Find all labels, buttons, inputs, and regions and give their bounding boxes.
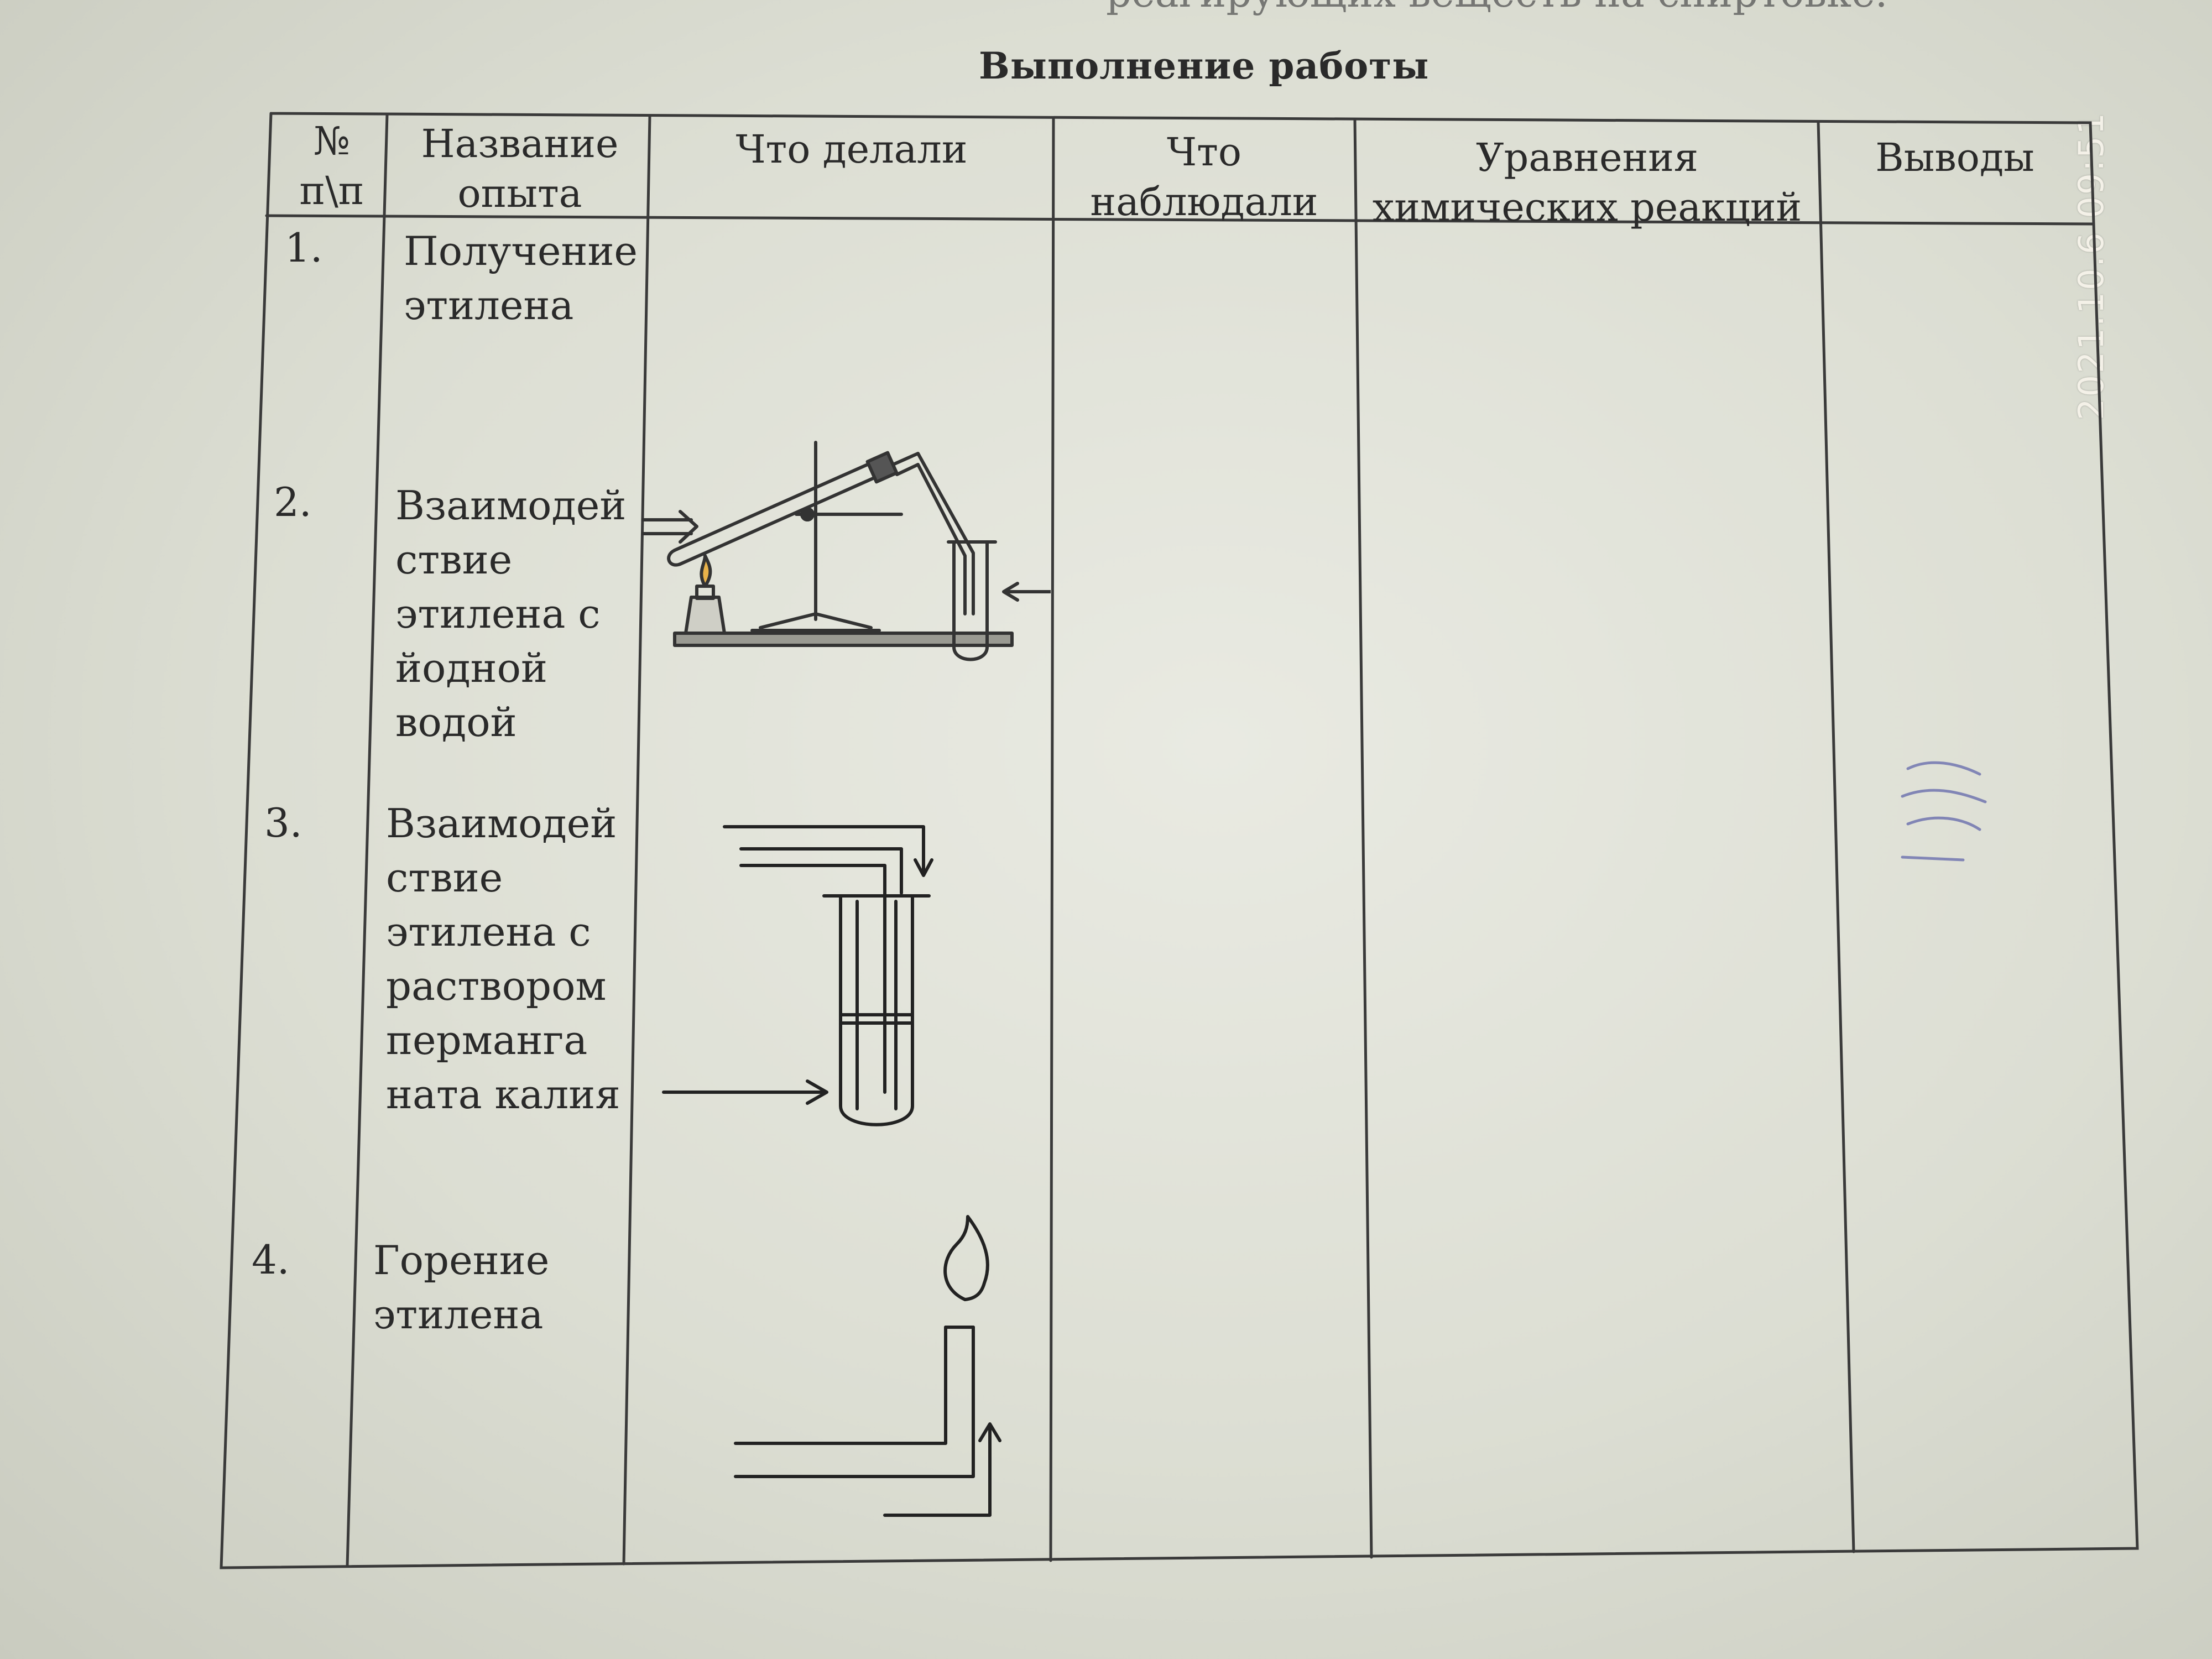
row-2-number: 2. xyxy=(274,479,312,525)
header-conclusions: Выводы xyxy=(1875,135,2034,180)
row-4-number: 4. xyxy=(252,1237,290,1283)
test-tube-drawing xyxy=(662,825,933,1126)
ethylene-apparatus-drawing xyxy=(641,441,1051,661)
row-1-number: 1. xyxy=(285,225,323,271)
page-title: Выполнение работы xyxy=(979,44,1430,87)
header-what-done: Что делали xyxy=(735,127,968,172)
row-3-number: 3. xyxy=(264,800,302,846)
ink-scribble xyxy=(1901,761,1987,862)
combustion-tube-drawing xyxy=(734,1215,1001,1517)
cut-off-top-text: реагирующих веществ на спиртовке. xyxy=(1106,0,1888,16)
